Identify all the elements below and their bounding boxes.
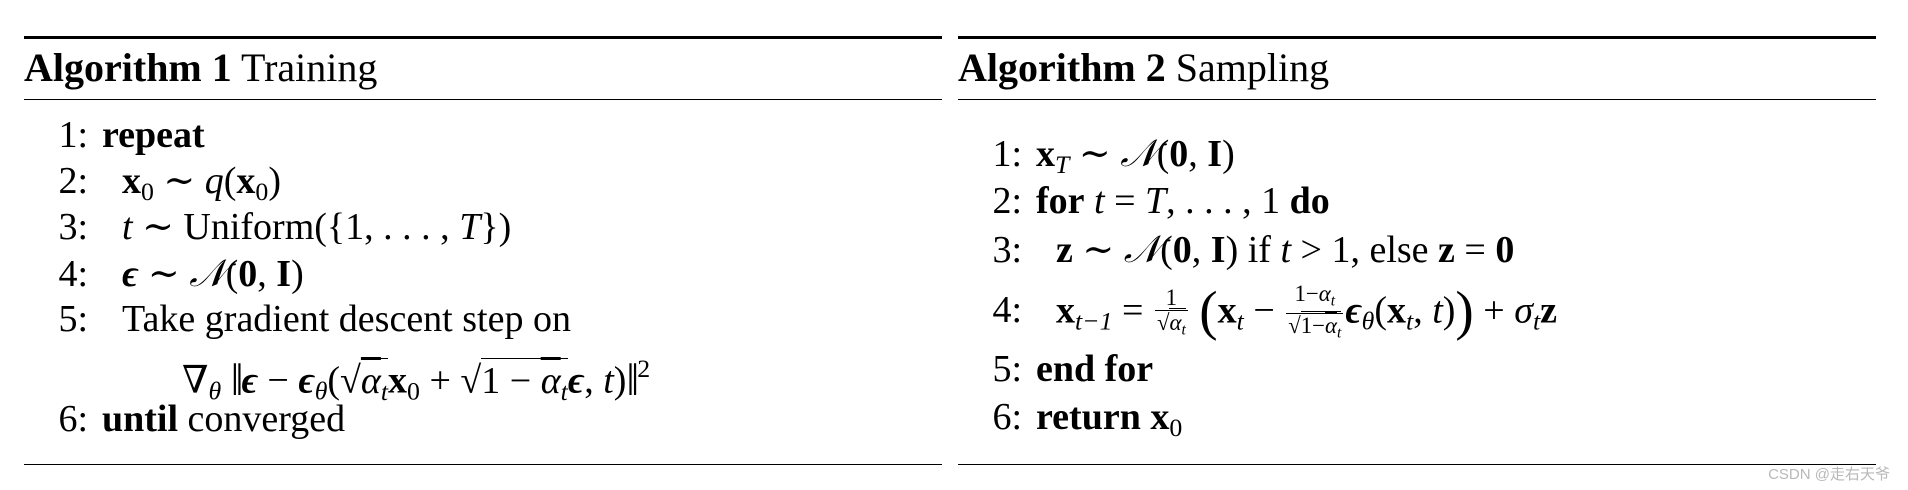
top-rule <box>958 36 1876 39</box>
converged-text: converged <box>187 398 346 440</box>
algorithm-1-title: Training <box>241 45 378 90</box>
algo2-line-6: 6:return x0 <box>992 396 1183 443</box>
algorithm-2-header: Algorithm 2 Sampling <box>958 40 1329 96</box>
bottom-rule <box>24 464 942 465</box>
if-text: if <box>1247 229 1271 271</box>
keyword-end-for: end for <box>1036 348 1154 390</box>
keyword-do: do <box>1289 180 1330 222</box>
keyword-return: return <box>1036 396 1141 438</box>
algo1-loss-expression: ∇θ ‖ϵ − ϵθ(√αtx0 + √1 − αtϵ, t)‖2 <box>182 353 651 406</box>
algorithm-1-label: Algorithm 1 <box>24 45 232 90</box>
top-rule <box>24 36 942 39</box>
take-gradient-step-text: Take gradient descent step on <box>122 298 571 340</box>
header-rule <box>958 99 1876 100</box>
keyword-repeat: repeat <box>102 114 205 156</box>
algo1-line-2: 2:x0 ∼ q(x0) <box>58 160 281 207</box>
algo1-line-5: 5:Take gradient descent step on <box>58 298 571 340</box>
algo2-line-5: 5:end for <box>992 348 1154 390</box>
algorithm-1-box: Algorithm 1 Training 1:repeat 2:x0 ∼ q(x… <box>24 36 942 466</box>
keyword-until: until <box>102 398 179 440</box>
algo2-line-2: 2:for t = T, . . . , 1 do <box>992 180 1330 222</box>
header-rule <box>24 99 942 100</box>
algo2-line-3: 3:z ∼ 𝒩(0, I) if t > 1, else z = 0 <box>992 227 1515 271</box>
algo1-line-6: 6:until converged <box>58 398 346 440</box>
algo2-line-1: 1:xT ∼ 𝒩(0, I) <box>992 131 1235 180</box>
keyword-for: for <box>1036 180 1085 222</box>
algo1-line-4: 4:ϵ ∼ 𝒩(0, I) <box>58 251 304 295</box>
algorithm-1-header: Algorithm 1 Training <box>24 40 377 96</box>
algorithm-2-label: Algorithm 2 <box>958 45 1166 90</box>
algorithm-2-title: Sampling <box>1175 45 1330 90</box>
watermark: CSDN @走右天爷 <box>1768 466 1890 483</box>
uniform-text: Uniform <box>183 206 315 248</box>
algo1-line-3: 3:t ∼ Uniform({1, . . . , T}) <box>58 206 512 248</box>
algorithm-2-box: Algorithm 2 Sampling 1:xT ∼ 𝒩(0, I) 2:fo… <box>958 36 1876 466</box>
algo1-line-1: 1:repeat <box>58 114 205 156</box>
else-text: else <box>1369 229 1429 271</box>
bottom-rule <box>958 464 1876 465</box>
